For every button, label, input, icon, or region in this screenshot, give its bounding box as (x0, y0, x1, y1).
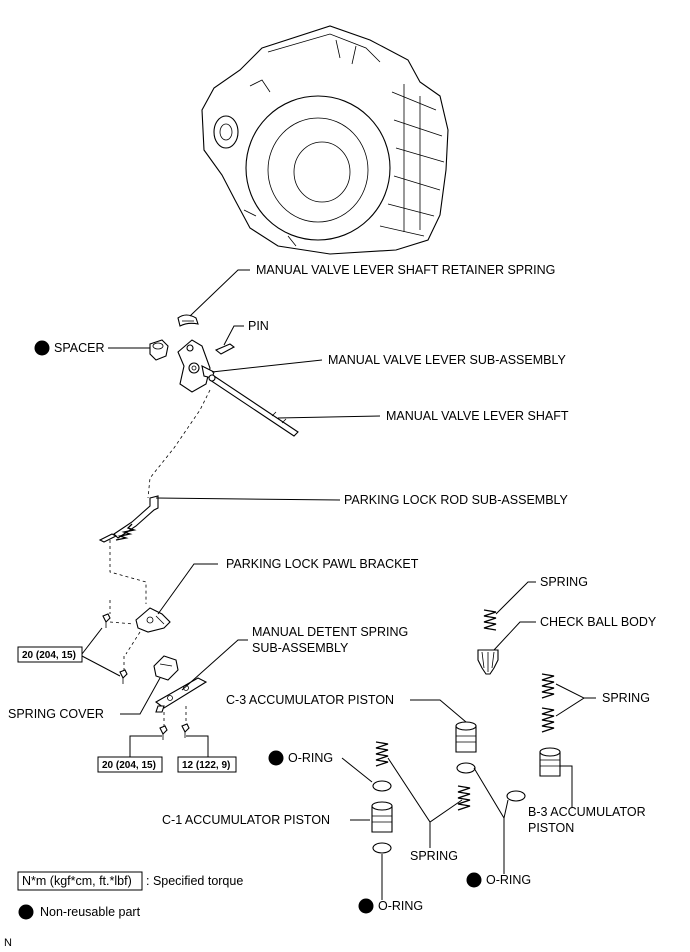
parking-lock-pawl-bracket-part (135, 607, 171, 633)
leader-check-ball (493, 621, 536, 651)
leader-b3-piston (560, 765, 573, 808)
bracket-bolt-lower (119, 669, 128, 684)
leader-spring-top (495, 581, 536, 615)
non-reusable-mark-spacer (34, 340, 50, 356)
leader-torque-bracket (81, 627, 121, 677)
label-check-ball: CHECK BALL BODY (540, 615, 657, 629)
assembly-line-rod-to-bracket (109, 540, 147, 604)
label-pawl-bracket: PARKING LOCK PAWL BRACKET (226, 557, 419, 571)
detent-bolt-left (159, 725, 168, 740)
label-spacer: SPACER (54, 341, 104, 355)
torque-box-bracket (17, 646, 83, 663)
leader-detent-spring (181, 639, 248, 691)
leader-parking-lock-rod (155, 497, 341, 501)
leader-o-ring-left (341, 757, 373, 783)
assembly-line-lower-bolt (123, 631, 141, 670)
leader-c3-piston (410, 699, 467, 723)
retainer-spring-part (177, 314, 199, 327)
label-detent-spring-2: SUB-ASSEMBLY (252, 641, 349, 655)
label-pin: PIN (248, 319, 269, 333)
b3-accumulator-piston-part (539, 747, 561, 777)
accumulator-spring-upper (541, 673, 555, 699)
leader-o-ring-right (473, 767, 509, 874)
o-ring-upper-left (372, 780, 392, 792)
leader-lever-shaft (277, 415, 381, 419)
transaxle-case-illustration (201, 25, 449, 255)
legend-torque-box (17, 871, 143, 891)
leader-lever-sub-assembly (211, 359, 323, 373)
assembly-line-upper-bolt (109, 600, 135, 625)
o-ring-b3 (506, 790, 526, 802)
accumulator-spring-lower (541, 707, 555, 733)
label-lever-sub-assembly: MANUAL VALVE LEVER SUB-ASSEMBLY (328, 353, 566, 367)
label-parking-lock-rod: PARKING LOCK ROD SUB-ASSEMBLY (344, 493, 569, 507)
footer-code: N (4, 937, 12, 949)
label-spring-right: SPRING (602, 691, 650, 705)
leader-spring-cover (120, 677, 161, 715)
leader-spring-right (555, 683, 596, 717)
legend-non-reusable-mark (18, 904, 34, 920)
check-spring-part (483, 609, 497, 631)
label-c1-piston: C-1 ACCUMULATOR PISTON (162, 813, 330, 827)
leader-pawl-bracket (157, 563, 218, 615)
label-o-ring-right: O-RING (486, 873, 531, 887)
middle-spring-part (457, 785, 471, 811)
label-detent-spring-1: MANUAL DETENT SPRING (252, 625, 408, 639)
leader-spring-bottom (387, 757, 463, 848)
label-spring-bottom: SPRING (410, 849, 458, 863)
c3-accumulator-piston-part (455, 721, 477, 753)
torque-value-detent-left: 20 (204, 15) (102, 760, 156, 771)
spacer-part (149, 339, 169, 361)
parking-lock-rod-part (98, 495, 159, 543)
label-o-ring-left: O-RING (288, 751, 333, 765)
leader-pin (223, 325, 244, 346)
manual-valve-lever-part (177, 339, 215, 393)
c1-accumulator-piston-part (371, 801, 393, 833)
torque-value-bracket: 20 (204, 15) (22, 650, 76, 661)
label-lever-shaft: MANUAL VALVE LEVER SHAFT (386, 409, 569, 423)
torque-box-detent-right (177, 756, 237, 773)
o-ring-c3 (456, 762, 476, 774)
legend-torque-desc: : Specified torque (146, 874, 243, 888)
leader-torque-detent (129, 735, 209, 758)
label-b3-piston-1: B-3 ACCUMULATOR (528, 805, 646, 819)
check-ball-body-part (477, 649, 499, 675)
pin-part (214, 343, 236, 355)
label-c3-piston: C-3 ACCUMULATOR PISTON (226, 693, 394, 707)
label-spring-top: SPRING (540, 575, 588, 589)
label-b3-piston-2: PISTON (528, 821, 574, 835)
legend-torque-box-text: N*m (kgf*cm, ft.*lbf) (22, 874, 132, 888)
spring-cover-part (153, 655, 179, 681)
non-reusable-mark-o-ring-right (466, 872, 482, 888)
non-reusable-mark-o-ring-bottom (358, 898, 374, 914)
detent-bolt-right (181, 723, 190, 738)
torque-value-detent-right: 12 (122, 9) (182, 760, 230, 771)
label-o-ring-bottom: O-RING (378, 899, 423, 913)
c1-spring-part (375, 741, 389, 767)
manual-valve-lever-shaft-part (208, 374, 299, 437)
legend-non-reusable-text: Non-reusable part (40, 905, 141, 919)
label-spring-cover: SPRING COVER (8, 707, 104, 721)
non-reusable-mark-o-ring-left (268, 750, 284, 766)
label-retainer-spring: MANUAL VALVE LEVER SHAFT RETAINER SPRING (256, 263, 555, 277)
torque-box-detent-left (97, 756, 163, 773)
o-ring-c1 (372, 842, 392, 854)
bracket-bolt-upper (102, 613, 111, 628)
assembly-line-lever-to-rod (147, 389, 211, 499)
manual-detent-spring-part (155, 677, 208, 713)
leader-retainer-spring (189, 269, 250, 317)
